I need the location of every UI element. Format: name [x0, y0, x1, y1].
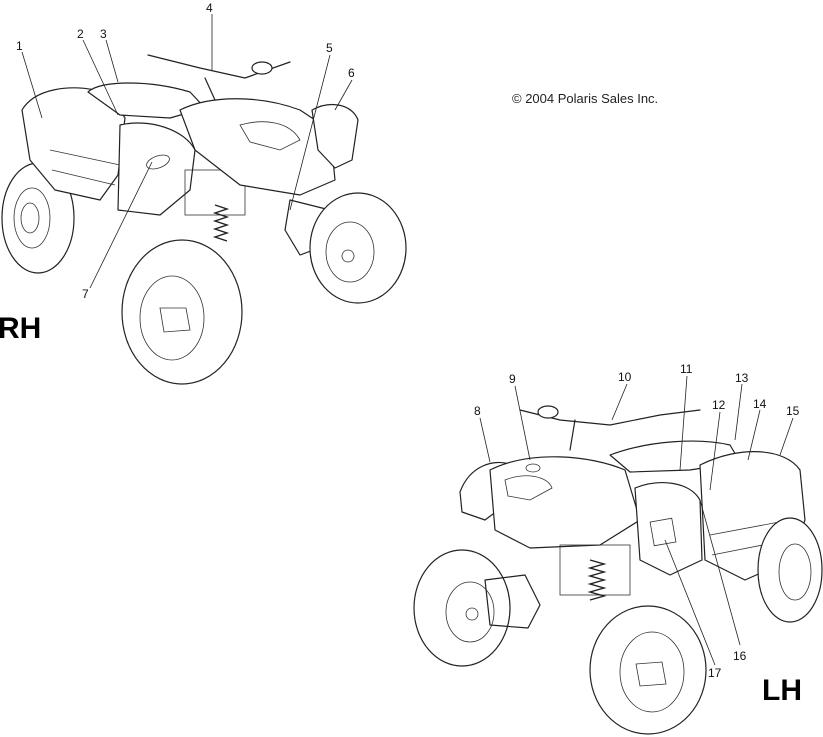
rh-headlight-pod: [311, 103, 359, 169]
callout-3: 3: [100, 27, 107, 41]
callout-17: 17: [708, 666, 722, 680]
lh-side-decal: [649, 517, 677, 547]
copyright-text: © 2004 Polaris Sales Inc.: [512, 91, 658, 106]
lh-rear-wheel: [757, 517, 823, 623]
callout-9: 9: [509, 372, 516, 386]
callout-7: 7: [82, 287, 89, 301]
leader-lines: [21, 14, 794, 666]
callout-11: 11: [680, 362, 693, 376]
callout-6: 6: [348, 66, 355, 80]
lh-engine: [559, 544, 631, 601]
lh-hood-decal: [525, 463, 541, 473]
rh-engine: [184, 169, 246, 242]
callout-5: 5: [326, 41, 333, 55]
lh-front-wheel-far: [413, 549, 511, 667]
callout-15: 15: [786, 404, 800, 418]
rh-side-decal: [146, 154, 170, 170]
lh-handlebars: [519, 405, 701, 451]
lh-front-hood: [489, 456, 641, 549]
lh-front-bumper: [484, 574, 541, 629]
callout-10: 10: [618, 370, 632, 384]
lh-atv-illustration: [413, 405, 823, 735]
rh-handlebars: [147, 54, 291, 101]
lh-view-label: LH: [762, 674, 802, 707]
rh-view-label: RH: [0, 312, 41, 345]
callout-16: 16: [733, 649, 747, 663]
callout-8: 8: [474, 404, 481, 418]
callout-numbers: 1 2 3 4 5 6 7 8 9 10 11 12 13 14 15 16 1…: [16, 1, 800, 680]
rh-front-wheel-far: [309, 192, 407, 304]
callout-1: 1: [16, 39, 23, 53]
rh-front-hood: [179, 98, 336, 196]
rh-rear-fender: [21, 87, 126, 201]
callout-14: 14: [753, 397, 767, 411]
callout-4: 4: [206, 1, 213, 15]
lh-front-wheel-near: [589, 605, 707, 735]
callout-2: 2: [77, 27, 84, 41]
callout-13: 13: [735, 371, 749, 385]
callout-12: 12: [712, 398, 726, 412]
lh-side-panel: [634, 482, 703, 576]
rh-atv-illustration: [1, 54, 407, 385]
rh-front-wheel-near: [121, 239, 243, 385]
